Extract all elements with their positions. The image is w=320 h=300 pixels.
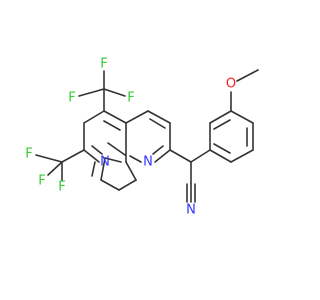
atom-labels: F F F F F F N N N O	[25, 57, 236, 218]
bond	[83, 110, 105, 124]
bond	[78, 88, 105, 97]
nitrogen-atom: N	[143, 155, 153, 170]
nitrile-nitrogen-atom: N	[186, 203, 196, 218]
fluorine-atom: F	[127, 91, 134, 106]
bond	[209, 110, 232, 124]
molecule-structure: F F F F F F N N N O	[25, 57, 259, 218]
bond	[213, 119, 231, 130]
bond	[103, 88, 126, 97]
bond	[190, 149, 211, 163]
bond	[103, 120, 121, 131]
bonds	[35, 69, 259, 203]
bond	[230, 110, 254, 124]
fluorine-atom: F	[25, 147, 32, 162]
bond	[213, 143, 231, 154]
bond	[147, 110, 171, 124]
bond	[83, 149, 100, 163]
bond	[125, 161, 137, 181]
bond	[149, 118, 166, 129]
bond	[129, 155, 142, 163]
bond	[107, 142, 126, 156]
bond	[209, 149, 232, 163]
bond	[154, 149, 171, 163]
fluorine-atom: F	[58, 180, 65, 195]
bond	[118, 179, 137, 191]
bond	[125, 110, 149, 124]
bond	[91, 145, 103, 155]
bond	[35, 154, 63, 163]
bond	[47, 161, 63, 176]
nitrogen-atom: N	[100, 155, 110, 170]
bond	[100, 157, 106, 181]
bond	[91, 161, 96, 177]
fluorine-atom: F	[68, 91, 75, 106]
bond	[169, 149, 192, 163]
fluorine-atom: F	[100, 57, 107, 72]
bond	[236, 69, 259, 82]
bond	[152, 145, 164, 155]
bond	[103, 110, 127, 124]
bond	[104, 157, 122, 163]
oxygen-atom: O	[226, 77, 236, 92]
bond	[230, 149, 254, 163]
fluorine-atom: F	[38, 174, 45, 189]
bond	[61, 149, 85, 163]
bond	[100, 179, 120, 191]
